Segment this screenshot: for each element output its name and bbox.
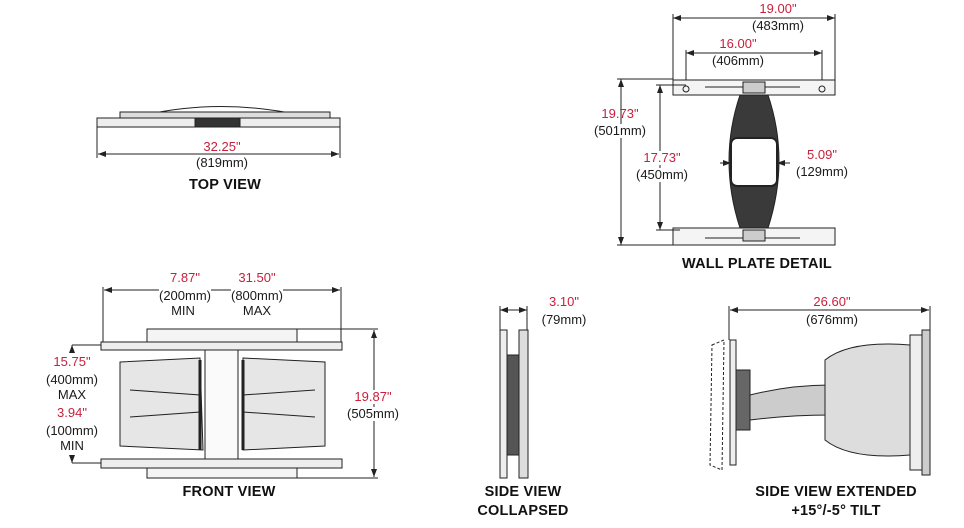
side-collapsed-drawing: [499, 306, 529, 479]
top-view-title: TOP VIEW: [189, 177, 261, 193]
front-min-height-in: 3.94": [57, 405, 87, 420]
plate-outer-width-in: 19.00": [759, 1, 797, 16]
front-max-height-note: MAX: [57, 387, 87, 402]
plate-inner-height-in: 17.73": [643, 150, 681, 165]
plate-body-width-mm: (129mm): [795, 164, 849, 179]
front-min-width-mm: (200mm): [158, 288, 212, 303]
front-view-title: FRONT VIEW: [182, 484, 276, 500]
side-collapsed-title-1: SIDE VIEW: [484, 484, 562, 500]
top-width-mm: (819mm): [195, 155, 249, 170]
plate-inner-width-in: 16.00": [719, 36, 757, 51]
plate-inner-height-mm: (450mm): [635, 167, 689, 182]
side-extended-drawing: [709, 306, 931, 476]
front-height-in: 19.87": [354, 389, 392, 404]
top-view-drawing: [96, 106, 341, 158]
front-max-height-in: 15.75": [53, 354, 91, 369]
wall-plate-title: WALL PLATE DETAIL: [681, 256, 833, 272]
extended-depth-mm: (676mm): [805, 312, 859, 327]
plate-outer-height-in: 19.73": [601, 106, 639, 121]
collapsed-depth-mm: (79mm): [541, 312, 587, 327]
front-max-width-in: 31.50": [238, 270, 276, 285]
extended-depth-in: 26.60": [813, 294, 851, 309]
front-max-width-mm: (800mm): [230, 288, 284, 303]
side-collapsed-title-2: COLLAPSED: [477, 503, 569, 519]
front-view-drawing: [69, 287, 378, 479]
top-width-in: 32.25": [203, 139, 241, 154]
side-extended-title-2: +15°/-5° TILT: [791, 503, 881, 519]
side-extended-title-1: SIDE VIEW EXTENDED: [755, 484, 917, 500]
plate-inner-width-mm: (406mm): [711, 53, 765, 68]
front-min-width-note: MIN: [171, 303, 195, 318]
front-min-height-note: MIN: [60, 438, 84, 453]
wall-plate-drawing: [617, 14, 836, 246]
plate-body-width-in: 5.09": [807, 147, 837, 162]
front-min-height-mm: (100mm): [45, 423, 99, 438]
collapsed-depth-in: 3.10": [549, 294, 579, 309]
front-max-height-mm: (400mm): [45, 372, 99, 387]
plate-outer-height-mm: (501mm): [593, 123, 647, 138]
front-min-width-in: 7.87": [170, 270, 200, 285]
plate-outer-width-mm: (483mm): [751, 18, 805, 33]
front-max-width-note: MAX: [242, 303, 272, 318]
front-height-mm: (505mm): [346, 406, 400, 421]
